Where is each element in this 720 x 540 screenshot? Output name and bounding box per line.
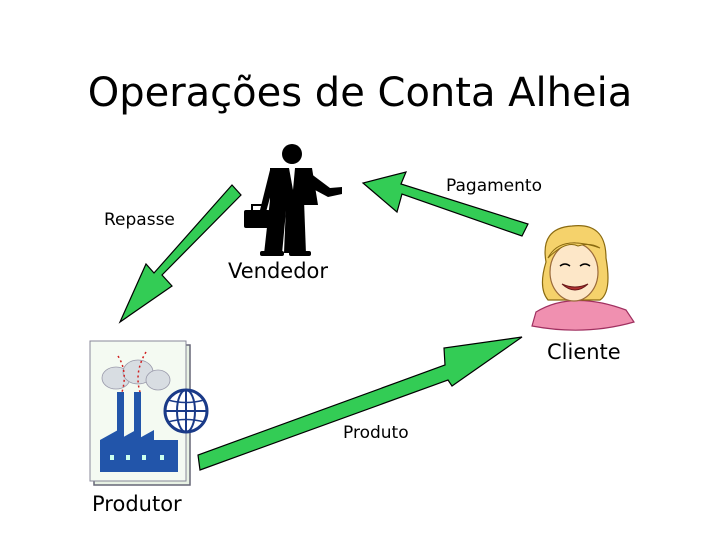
produto-arrow — [197, 336, 523, 471]
label-pagamento: Pagamento — [446, 176, 542, 196]
label-cliente: Cliente — [547, 340, 621, 364]
repasse-arrow — [118, 184, 242, 324]
label-produto: Produto — [343, 423, 409, 443]
factory-globe-icon — [89, 340, 209, 486]
label-repasse: Repasse — [104, 210, 175, 230]
label-produtor: Produtor — [92, 492, 182, 516]
page-title: Operações de Conta Alheia — [87, 70, 633, 116]
label-vendedor: Vendedor — [228, 259, 329, 283]
businessman-icon — [244, 144, 342, 256]
pagamento-arrow — [361, 171, 529, 237]
woman-face-icon — [531, 225, 635, 331]
